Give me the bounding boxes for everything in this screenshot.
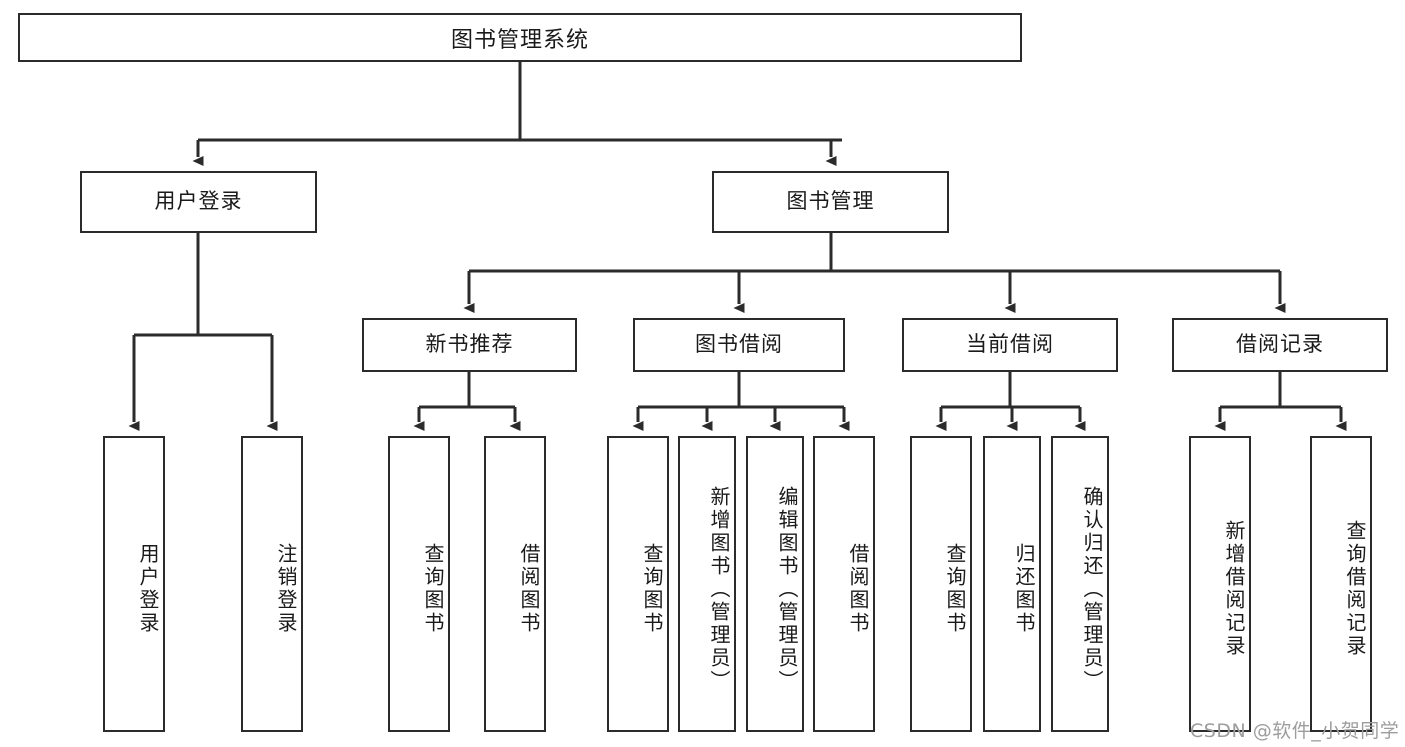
leaf-node[interactable]: 编辑图书（管理员） <box>746 436 804 732</box>
leaf-node[interactable]: 新增借阅记录 <box>1189 436 1251 732</box>
leaf-label: 确认归还（管理员） <box>1080 485 1104 693</box>
leaf-label: 编辑图书（管理员） <box>775 485 799 693</box>
leaf-label: 归还图书 <box>1012 543 1036 635</box>
leaf-label: 用户登录 <box>136 543 160 635</box>
leaf-node[interactable]: 借阅图书 <box>813 436 875 732</box>
node-current-borrow[interactable]: 当前借阅 <box>902 318 1118 372</box>
node-borrow-record-label: 借阅记录 <box>1236 332 1324 357</box>
node-new-book-recommend[interactable]: 新书推荐 <box>362 318 577 372</box>
watermark-text: CSDN @软件_小贺同学 <box>1190 720 1400 742</box>
node-root-label: 图书管理系统 <box>450 27 589 53</box>
leaf-label: 借阅图书 <box>517 543 541 635</box>
leaf-label: 新增借阅记录 <box>1222 520 1246 658</box>
node-book-management-label: 图书管理 <box>786 189 875 214</box>
node-borrow-record[interactable]: 借阅记录 <box>1172 318 1388 372</box>
node-root[interactable]: 图书管理系统 <box>18 13 1022 62</box>
leaf-node[interactable]: 注销登录 <box>241 436 303 732</box>
leaf-node[interactable]: 查询图书 <box>910 436 972 732</box>
leaf-node[interactable]: 查询借阅记录 <box>1310 436 1372 732</box>
leaf-label: 新增图书（管理员） <box>707 485 731 693</box>
leaf-label: 注销登录 <box>274 543 298 635</box>
leaf-label: 查询借阅记录 <box>1343 520 1367 658</box>
leaf-node[interactable]: 确认归还（管理员） <box>1051 436 1109 732</box>
leaf-node[interactable]: 查询图书 <box>607 436 669 732</box>
leaf-label: 查询图书 <box>943 543 967 635</box>
leaf-label: 查询图书 <box>421 543 445 635</box>
node-user-login-label: 用户登录 <box>154 189 243 214</box>
node-current-borrow-label: 当前借阅 <box>966 332 1054 357</box>
node-book-management[interactable]: 图书管理 <box>712 171 949 233</box>
leaf-node[interactable]: 用户登录 <box>103 436 165 732</box>
leaf-node[interactable]: 查询图书 <box>388 436 450 732</box>
node-book-borrow-label: 图书借阅 <box>695 332 783 357</box>
leaf-label: 查询图书 <box>640 543 664 635</box>
node-book-borrow[interactable]: 图书借阅 <box>633 318 845 372</box>
leaf-label: 借阅图书 <box>846 543 870 635</box>
leaf-node[interactable]: 借阅图书 <box>484 436 546 732</box>
leaf-node[interactable]: 新增图书（管理员） <box>678 436 736 732</box>
node-user-login[interactable]: 用户登录 <box>80 171 317 233</box>
node-new-book-recommend-label: 新书推荐 <box>425 332 514 357</box>
leaf-node[interactable]: 归还图书 <box>983 436 1041 732</box>
